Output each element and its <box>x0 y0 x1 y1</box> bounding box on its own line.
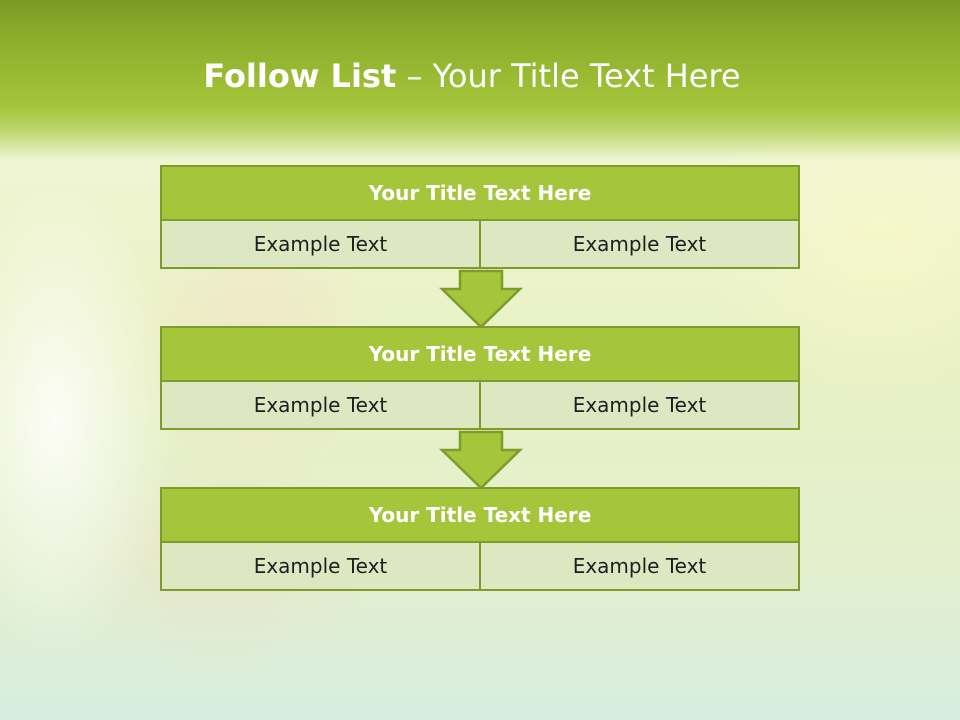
block-3-right-cell: Example Text <box>481 543 800 591</box>
block-title-1: Your Title Text Here <box>160 165 800 221</box>
slide-title: Follow List – Your Title Text Here <box>0 54 944 98</box>
block-row-3: Example Text Example Text <box>160 543 800 591</box>
title-bold: Follow List <box>203 57 397 95</box>
block-3-left-cell: Example Text <box>160 543 481 591</box>
down-arrow-icon <box>438 269 524 329</box>
block-title-2: Your Title Text Here <box>160 326 800 382</box>
block-title-3: Your Title Text Here <box>160 487 800 543</box>
header-bar <box>0 0 960 160</box>
process-block-2: Your Title Text Here Example Text Exampl… <box>160 326 800 430</box>
block-2-right-cell: Example Text <box>481 382 800 430</box>
process-block-3: Your Title Text Here Example Text Exampl… <box>160 487 800 591</box>
down-arrow-icon <box>438 430 524 490</box>
title-rest: Your Title Text Here <box>432 57 741 95</box>
title-separator: – <box>406 57 423 95</box>
block-row-2: Example Text Example Text <box>160 382 800 430</box>
block-row-1: Example Text Example Text <box>160 221 800 269</box>
block-1-right-cell: Example Text <box>481 221 800 269</box>
block-2-left-cell: Example Text <box>160 382 481 430</box>
process-block-1: Your Title Text Here Example Text Exampl… <box>160 165 800 269</box>
block-1-left-cell: Example Text <box>160 221 481 269</box>
